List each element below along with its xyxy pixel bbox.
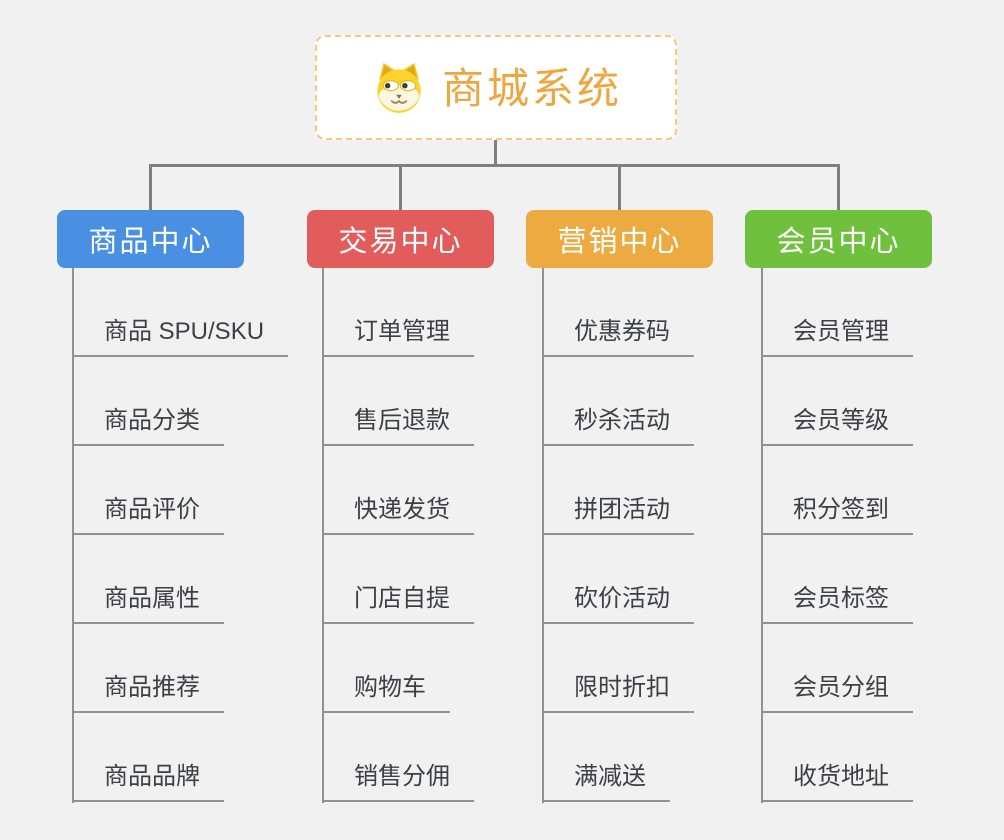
- connector-drop-4: [837, 164, 840, 210]
- leaf-node[interactable]: 商品 SPU/SKU: [74, 268, 289, 357]
- dog-face-icon: [377, 63, 421, 113]
- leaf-node[interactable]: 商品品牌: [74, 713, 224, 802]
- leaf-node[interactable]: 会员管理: [763, 268, 913, 357]
- branch-node-marketing[interactable]: 营销中心: [526, 210, 713, 268]
- leaf-node[interactable]: 商品分类: [74, 357, 224, 446]
- leaf-label: 销售分佣: [354, 762, 450, 790]
- leaf-label: 订单管理: [354, 317, 450, 345]
- leaf-label: 商品属性: [104, 584, 200, 612]
- leaf-node[interactable]: 会员分组: [763, 624, 913, 713]
- leaf-label: 秒杀活动: [574, 406, 670, 434]
- leaf-node[interactable]: 拼团活动: [544, 446, 694, 535]
- connector-root-vertical: [494, 140, 497, 166]
- leaf-node[interactable]: 快递发货: [324, 446, 474, 535]
- leaf-label: 商品分类: [104, 406, 200, 434]
- leaf-label: 会员管理: [793, 317, 889, 345]
- leaf-node[interactable]: 销售分佣: [324, 713, 474, 802]
- leaf-label: 会员标签: [793, 584, 889, 612]
- branch-label: 会员中心: [776, 226, 901, 258]
- leaf-node[interactable]: 商品属性: [74, 535, 224, 624]
- leaf-label: 门店自提: [354, 584, 450, 612]
- leaf-label: 收货地址: [793, 762, 889, 790]
- leaf-node[interactable]: 优惠券码: [544, 268, 694, 357]
- leaf-node[interactable]: 门店自提: [324, 535, 474, 624]
- branch-node-trade[interactable]: 交易中心: [307, 210, 494, 268]
- branch-children-marketing: 优惠券码 秒杀活动 拼团活动 砍价活动 限时折扣 满减送: [542, 268, 694, 803]
- leaf-node[interactable]: 售后退款: [324, 357, 474, 446]
- leaf-label: 限时折扣: [574, 673, 670, 701]
- connector-drop-2: [399, 164, 402, 210]
- leaf-label: 拼团活动: [574, 495, 670, 523]
- leaf-label: 积分签到: [793, 495, 889, 523]
- branch-children-member: 会员管理 会员等级 积分签到 会员标签 会员分组 收货地址: [761, 268, 913, 803]
- branch-label: 交易中心: [338, 226, 463, 258]
- connector-drop-3: [618, 164, 621, 210]
- leaf-node[interactable]: 会员标签: [763, 535, 913, 624]
- leaf-node[interactable]: 订单管理: [324, 268, 474, 357]
- leaf-node[interactable]: 商品推荐: [74, 624, 224, 713]
- leaf-node[interactable]: 收货地址: [763, 713, 913, 802]
- connector-horizontal: [149, 164, 840, 167]
- leaf-label: 商品 SPU/SKU: [104, 317, 265, 345]
- leaf-label: 快递发货: [354, 495, 450, 523]
- leaf-label: 砍价活动: [574, 584, 670, 612]
- leaf-node[interactable]: 商品评价: [74, 446, 224, 535]
- leaf-node[interactable]: 砍价活动: [544, 535, 694, 624]
- connector-drop-1: [149, 164, 152, 210]
- leaf-node[interactable]: 积分签到: [763, 446, 913, 535]
- root-node[interactable]: 商城系统: [315, 35, 677, 140]
- leaf-node[interactable]: 满减送: [544, 713, 670, 802]
- branch-node-member[interactable]: 会员中心: [745, 210, 932, 268]
- branch-children-trade: 订单管理 售后退款 快递发货 门店自提 购物车 销售分佣: [322, 268, 474, 803]
- leaf-label: 商品品牌: [104, 762, 200, 790]
- leaf-node[interactable]: 会员等级: [763, 357, 913, 446]
- leaf-label: 满减送: [574, 762, 646, 790]
- branch-children-product: 商品 SPU/SKU 商品分类 商品评价 商品属性 商品推荐 商品品牌: [72, 268, 289, 803]
- branch-label: 商品中心: [88, 226, 213, 258]
- leaf-label: 会员分组: [793, 673, 889, 701]
- leaf-label: 商品推荐: [104, 673, 200, 701]
- leaf-node[interactable]: 限时折扣: [544, 624, 694, 713]
- leaf-label: 会员等级: [793, 406, 889, 434]
- branch-node-product[interactable]: 商品中心: [57, 210, 244, 268]
- leaf-node[interactable]: 购物车: [324, 624, 450, 713]
- leaf-label: 优惠券码: [574, 317, 670, 345]
- leaf-node[interactable]: 秒杀活动: [544, 357, 694, 446]
- leaf-label: 商品评价: [104, 495, 200, 523]
- leaf-label: 售后退款: [354, 406, 450, 434]
- leaf-label: 购物车: [354, 673, 426, 701]
- branch-label: 营销中心: [557, 226, 682, 258]
- root-title: 商城系统: [441, 64, 622, 112]
